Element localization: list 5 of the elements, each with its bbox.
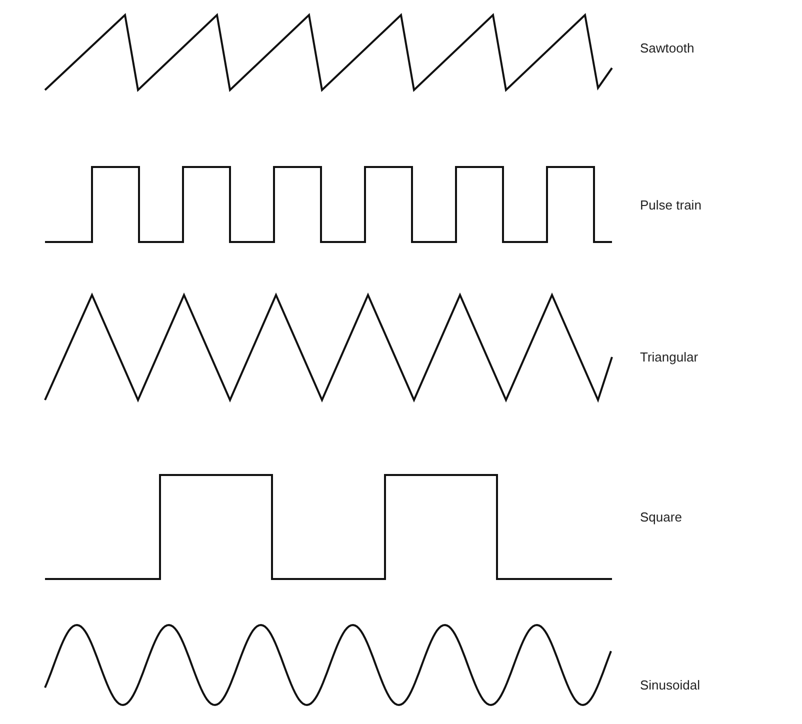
waveform-label: Triangular: [640, 350, 698, 364]
waveform-label: Sinusoidal: [640, 678, 700, 692]
waveform-label: Sawtooth: [640, 40, 694, 56]
waveform-label: Pulse train: [640, 198, 702, 212]
waveform-label: Square: [640, 510, 682, 524]
